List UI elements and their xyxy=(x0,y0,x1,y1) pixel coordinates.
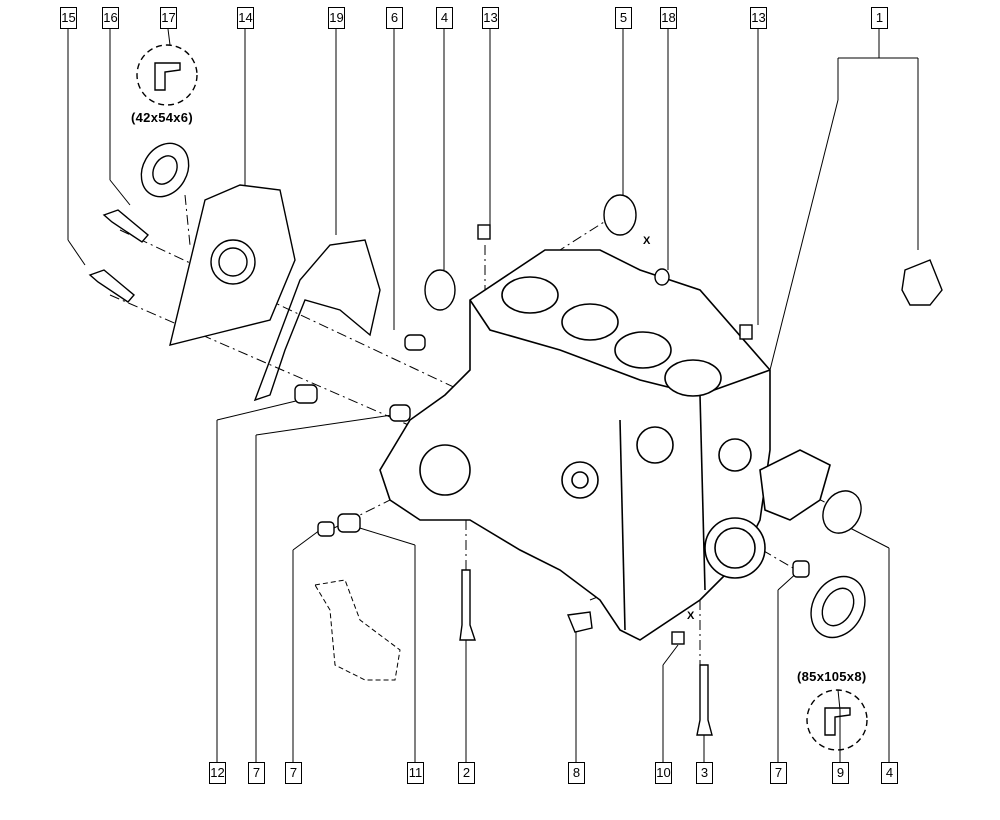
leader-line xyxy=(167,28,171,46)
callout-7: 7 xyxy=(285,762,302,784)
dowel-6 xyxy=(404,334,426,351)
oil-pump-pipe xyxy=(314,579,401,681)
cylinder-bore-3 xyxy=(614,331,672,369)
plug-5 xyxy=(603,194,637,236)
callout-1: 1 xyxy=(871,7,888,29)
leader-line xyxy=(216,399,301,421)
cylinder-bore-4 xyxy=(664,359,722,397)
seal-17-dimension: (42x54x6) xyxy=(131,110,193,125)
bearing-4 xyxy=(822,490,862,534)
callout-18: 18 xyxy=(660,7,677,29)
callout-10: 10 xyxy=(655,762,672,784)
x-marker-top: X xyxy=(643,235,651,247)
leader-line xyxy=(255,414,393,436)
dowel-12 xyxy=(294,384,318,404)
callout-16: 16 xyxy=(102,7,119,29)
bolt-16 xyxy=(102,209,149,243)
callout-19: 19 xyxy=(328,7,345,29)
callout-15: 15 xyxy=(60,7,77,29)
seal-detail-circles xyxy=(136,44,868,751)
dowel-11 xyxy=(337,513,361,533)
callout-13: 13 xyxy=(750,7,767,29)
callout-3: 3 xyxy=(696,762,713,784)
nut-13a xyxy=(477,224,491,240)
callout-9: 9 xyxy=(832,762,849,784)
nut-13b xyxy=(739,324,753,340)
stud-2 xyxy=(459,569,476,641)
cylinder-bore-2 xyxy=(561,303,619,341)
callout-11: 11 xyxy=(407,762,424,784)
callout-6: 6 xyxy=(386,7,403,29)
leader-line xyxy=(662,644,679,666)
stud-3 xyxy=(696,664,713,736)
callout-13: 13 xyxy=(482,7,499,29)
callout-17: 17 xyxy=(160,7,177,29)
parts xyxy=(88,142,943,736)
callout-7: 7 xyxy=(248,762,265,784)
leader-line xyxy=(849,527,890,549)
cylinder-block xyxy=(379,249,831,641)
plug-8 xyxy=(567,611,593,633)
leader-line xyxy=(769,99,839,371)
plug-4 xyxy=(424,269,456,311)
dowel-7c xyxy=(792,560,810,578)
callout-7: 7 xyxy=(770,762,787,784)
callout-8: 8 xyxy=(568,762,585,784)
callout-12: 12 xyxy=(209,762,226,784)
dowel-7a xyxy=(389,404,411,422)
nut-10 xyxy=(671,631,685,645)
callout-4: 4 xyxy=(881,762,898,784)
bolt-15 xyxy=(88,269,135,303)
leader-line xyxy=(67,239,86,266)
plug-18 xyxy=(654,268,670,286)
leader-lines xyxy=(67,28,919,762)
gasket-19 xyxy=(253,239,381,402)
leader-line xyxy=(837,689,841,711)
sealant-bag-icon xyxy=(901,259,943,306)
leader-line xyxy=(109,179,131,206)
cylinder-bore-1 xyxy=(501,276,559,314)
x-marker-bottom: X xyxy=(687,610,695,622)
callout-5: 5 xyxy=(615,7,632,29)
callout-2: 2 xyxy=(458,762,475,784)
callout-4: 4 xyxy=(436,7,453,29)
leader-line xyxy=(292,529,321,551)
callout-14: 14 xyxy=(237,7,254,29)
dowel-7b xyxy=(317,521,335,537)
seal-9-dimension: (85x105x8) xyxy=(797,669,867,684)
leader-line xyxy=(349,524,416,546)
